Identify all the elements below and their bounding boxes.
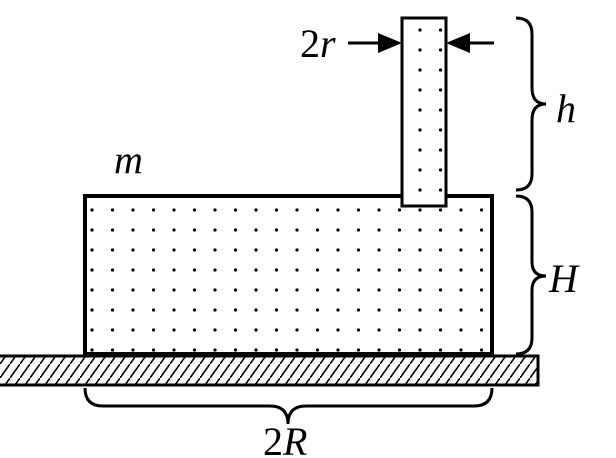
- vessel-diameter-variable: R: [282, 419, 307, 458]
- vessel-outline: [83, 194, 494, 356]
- ground-surface: [0, 354, 540, 387]
- vessel-liquid: [85, 196, 492, 354]
- ground-hatching: [0, 356, 538, 385]
- left-arrow-head: [378, 33, 402, 53]
- tube-diameter-variable: r: [320, 21, 336, 66]
- tube-diameter-label: 2r: [300, 21, 336, 66]
- vessel-diameter-coefficient: 2: [263, 419, 283, 458]
- tube-height-brace: [515, 16, 547, 192]
- tube-height-label: h: [556, 86, 576, 131]
- vessel-height-label: H: [548, 256, 580, 301]
- tube-liquid: [402, 18, 446, 206]
- tube-outline: [400, 16, 448, 208]
- vessel-diameter-brace: [83, 387, 494, 425]
- vessel-diameter-label: 2R: [263, 419, 307, 458]
- vessel: [83, 194, 494, 356]
- right-arrow-head: [446, 33, 470, 53]
- vessel-height-brace: [515, 194, 547, 356]
- tube-diameter-arrows: [348, 33, 494, 53]
- tube: [400, 16, 448, 208]
- tube-diameter-coefficient: 2: [300, 21, 320, 66]
- mass-label: m: [114, 137, 143, 182]
